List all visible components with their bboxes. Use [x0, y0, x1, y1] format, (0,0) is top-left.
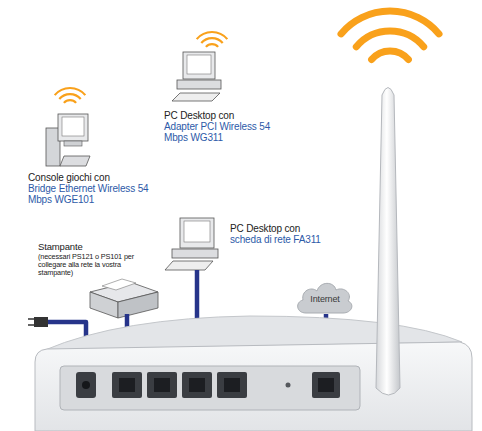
wifi-wave	[64, 100, 76, 103]
wifi-wave	[356, 31, 423, 47]
port-socket	[224, 378, 240, 392]
monitor-screen	[62, 117, 84, 136]
printer-paper	[102, 279, 136, 290]
lan-port	[217, 372, 247, 398]
port-socket	[119, 378, 135, 392]
node-heading: Console giochi con	[28, 172, 150, 183]
reset-button	[286, 383, 291, 388]
wan-port	[312, 372, 340, 398]
node-heading: PC Desktop con	[164, 110, 274, 121]
desktop-case	[172, 249, 218, 258]
plug-pin	[28, 318, 34, 320]
node-heading: PC Desktop con	[230, 223, 354, 234]
monitor	[180, 218, 214, 248]
lan-port	[112, 372, 142, 398]
power-jack-hole	[82, 381, 90, 389]
printer-side	[118, 292, 158, 318]
keyboard	[165, 261, 213, 270]
device-label: Stampante(necessari PS121 o PS101 per co…	[38, 242, 150, 277]
monitor-stand	[64, 141, 82, 146]
node-body: scheda di rete FA311	[230, 234, 354, 245]
device-label: Console giochi conBridge Ethernet Wirele…	[28, 172, 150, 206]
device-label: PC Desktop conAdapter PCI Wireless 54 Mb…	[164, 110, 274, 144]
node-body: Adapter PCI Wireless 54 Mbps WG311	[164, 121, 274, 143]
router-body	[35, 342, 472, 431]
monitor	[183, 52, 215, 79]
port-socket	[154, 378, 170, 392]
printer-front	[90, 292, 118, 318]
power-plug	[34, 317, 48, 327]
wifi-wave	[201, 38, 222, 43]
port-socket	[189, 378, 205, 392]
antenna	[376, 88, 400, 396]
device-label: PC Desktop conscheda di rete FA311	[230, 223, 354, 245]
desktop-case	[177, 80, 221, 89]
monitor	[58, 114, 88, 141]
router-rear-panel	[60, 366, 360, 410]
wifi-wave	[197, 32, 228, 39]
keyboard	[172, 93, 220, 101]
game-console	[60, 156, 90, 166]
wifi-wave	[55, 88, 86, 95]
wifi-wave	[206, 44, 218, 47]
monitor-screen	[187, 55, 211, 74]
port-socket	[318, 378, 334, 392]
wifi-wave	[59, 94, 80, 99]
power-jack	[76, 372, 96, 398]
node-body: (necessari PS121 o PS101 per collegare a…	[38, 253, 150, 278]
node-body: Bridge Ethernet Wireless 54 Mbps WGE101	[28, 183, 150, 205]
lan-port	[147, 372, 177, 398]
node-heading: Stampante	[38, 242, 150, 253]
monitor-screen	[184, 221, 210, 242]
plug-pin	[28, 324, 34, 326]
wifi-wave	[341, 11, 439, 34]
internet-cloud: Internet	[294, 278, 356, 318]
wifi-wave	[372, 51, 409, 60]
lan-port	[182, 372, 212, 398]
node-heading: Internet	[294, 278, 356, 304]
